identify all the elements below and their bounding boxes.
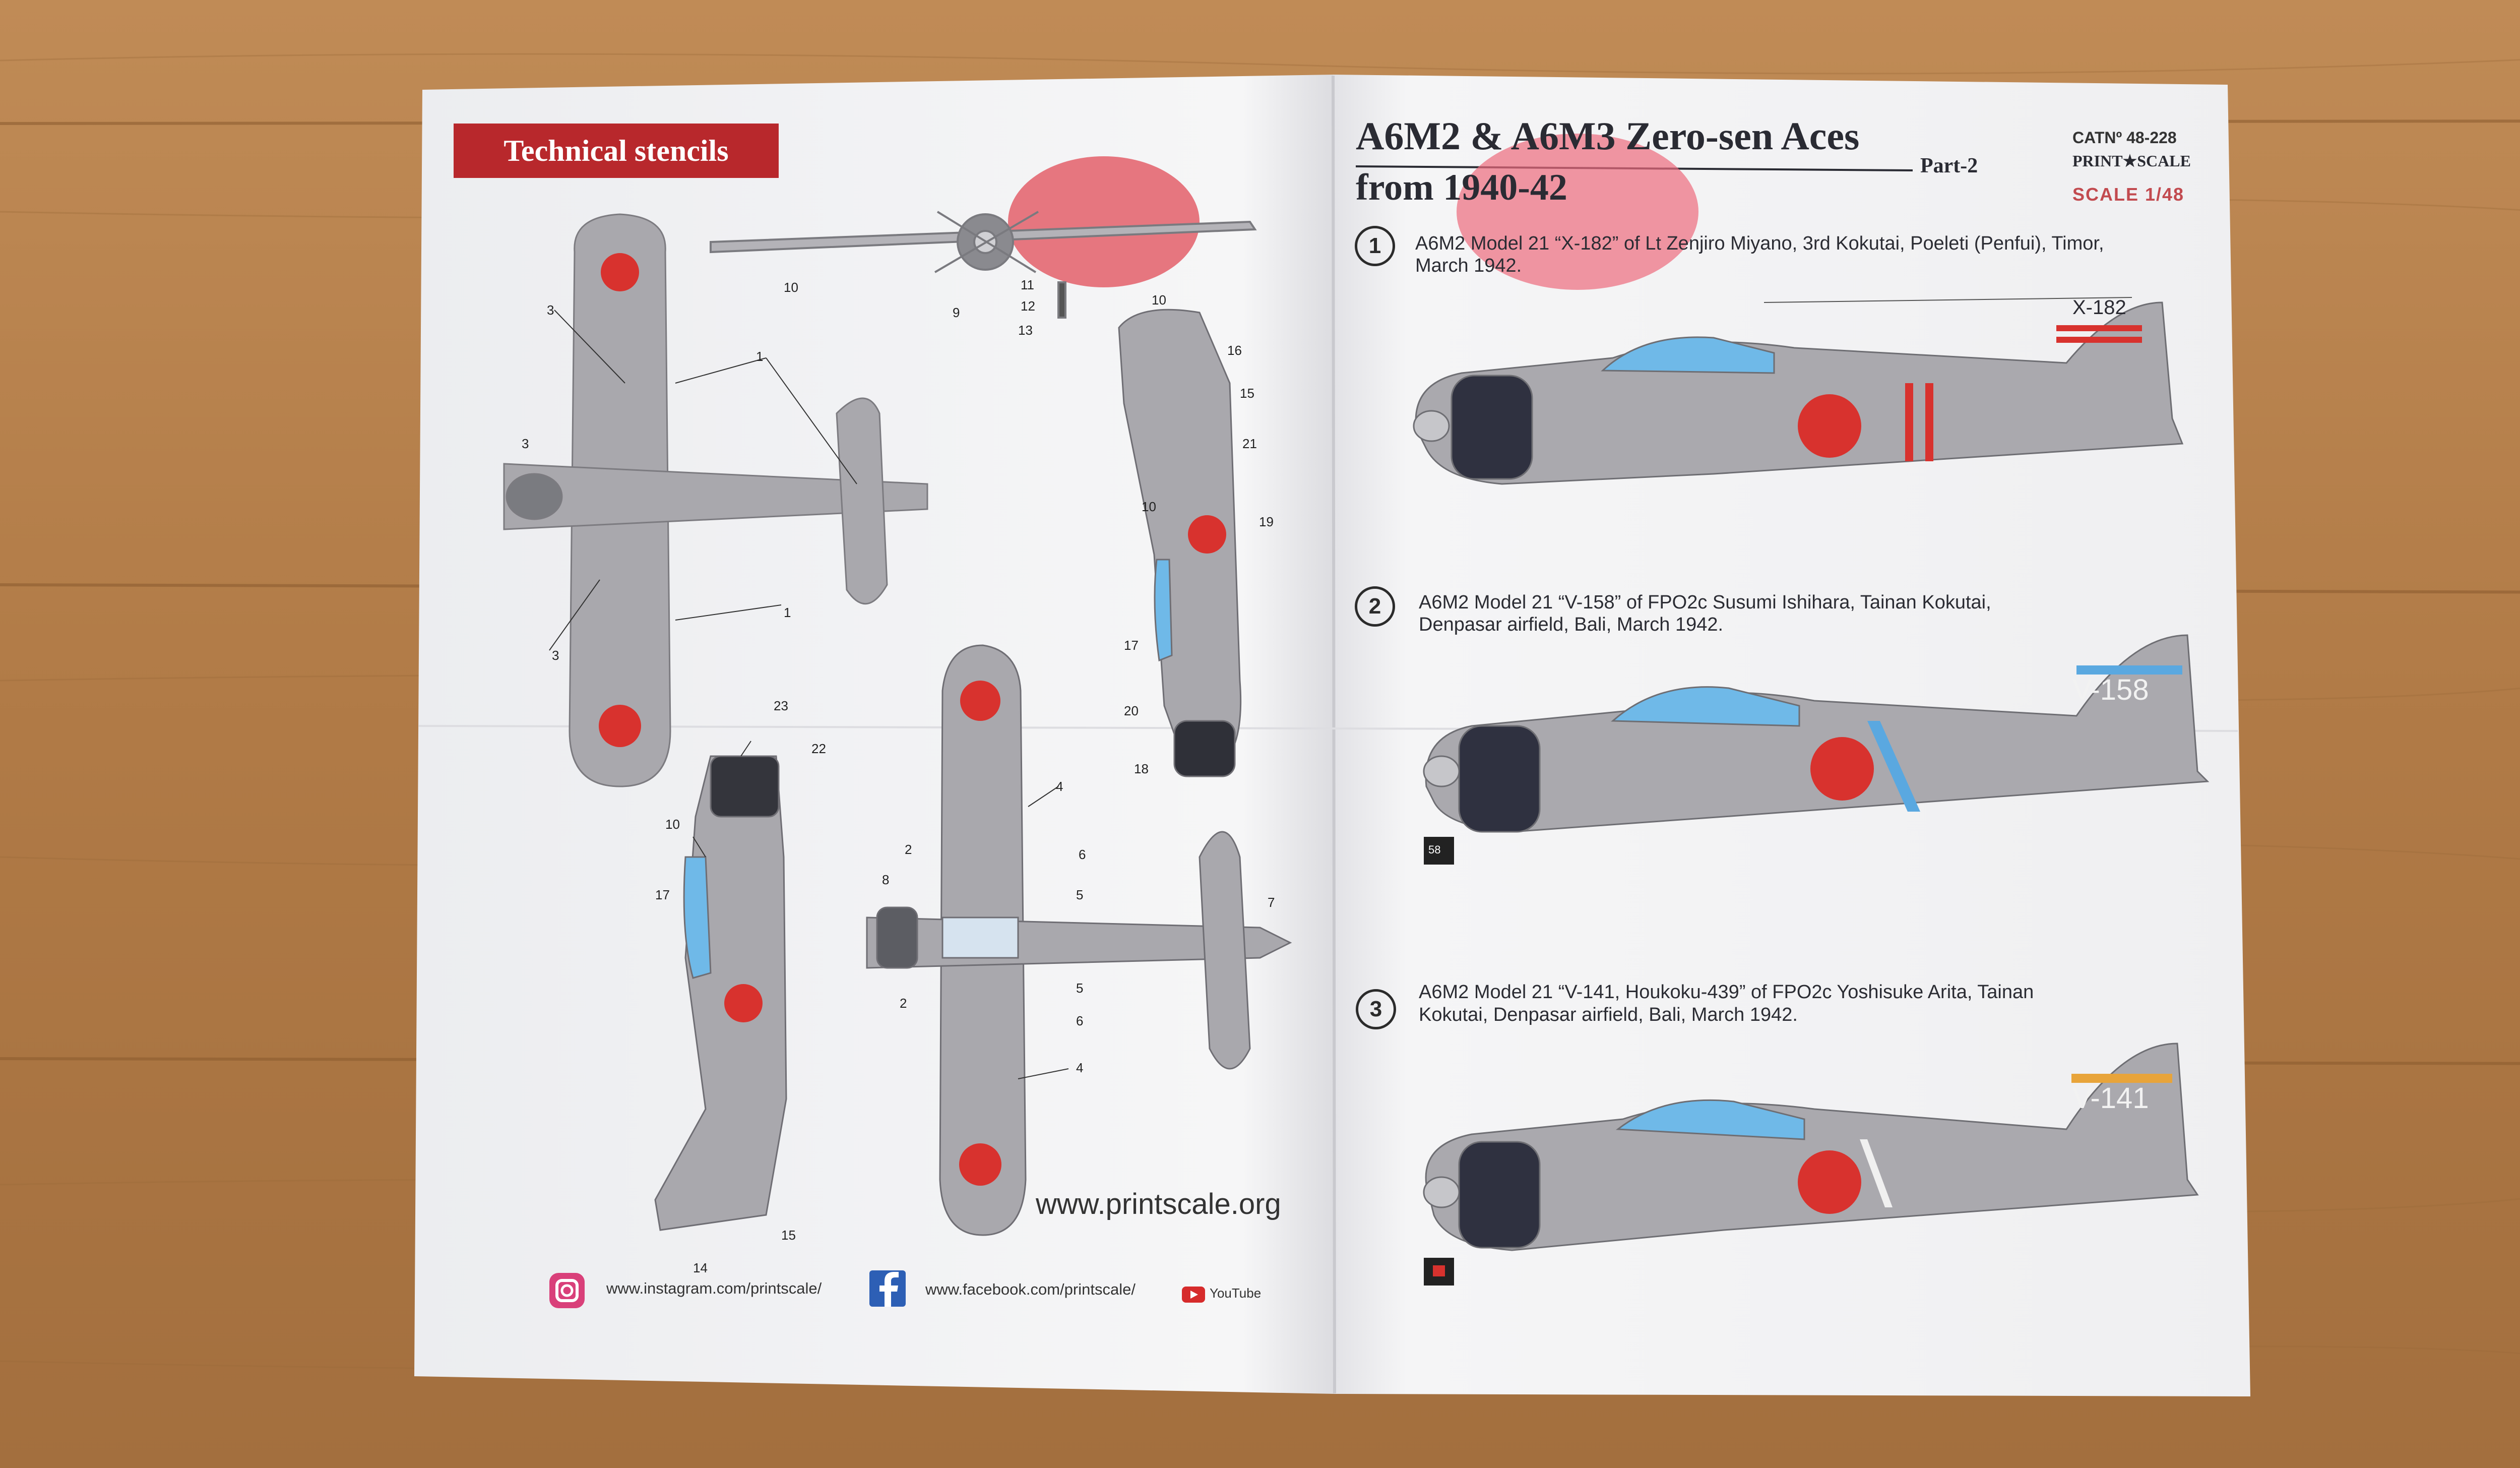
stencil-number: 9: [953, 305, 960, 320]
profile-3-caption-line2: Kokutai, Denpasar airfield, Bali, March …: [1419, 1004, 1798, 1025]
catalog-number: CATNº 48-228: [2072, 129, 2177, 147]
stencil-number: 17: [1124, 638, 1139, 653]
youtube-label[interactable]: YouTube: [1210, 1286, 1262, 1301]
profile-3-hinomaru: [1798, 1150, 1861, 1214]
scale-label: SCALE 1/48: [2072, 184, 2185, 205]
stencil-number: 21: [1242, 436, 1257, 451]
stencil-number: 5: [1076, 981, 1084, 996]
sheet-title-line1: A6M2 & A6M3 Zero-sen Aces: [1356, 114, 1860, 158]
stencil-number: 4: [1056, 779, 1063, 794]
stencil-number: 3: [522, 436, 529, 451]
front-view: [710, 156, 1257, 319]
stencil-number: 2: [900, 996, 907, 1011]
profile-1-aircraft: [1413, 297, 2184, 485]
title-pink-blob: [1457, 134, 1698, 290]
stencil-number: 19: [1259, 514, 1274, 529]
stencil-number: 22: [811, 741, 826, 756]
profile-2-tag: 58: [1428, 843, 1441, 856]
profile-3-caption-line1: A6M2 Model 21 “V-141, Houkoku-439” of FP…: [1419, 982, 2034, 1003]
stencil-number: 16: [1227, 343, 1242, 358]
profile-3-aircraft: [1423, 1043, 2199, 1286]
instagram-icon: [549, 1273, 585, 1308]
instagram-url[interactable]: www.instagram.com/printscale/: [606, 1279, 822, 1297]
center-fold: [1332, 75, 1336, 1394]
stencil-number: 11: [1021, 277, 1034, 292]
stencil-number: 1: [756, 349, 764, 364]
technical-stencils-banner: Technical stencils: [454, 124, 779, 178]
plan-view-top: [866, 644, 1292, 1236]
stencil-number: 15: [781, 1228, 796, 1243]
profile-1-code: X-182: [2072, 296, 2126, 319]
website-url[interactable]: www.printscale.org: [1036, 1188, 1281, 1220]
hinomaru-top-lower: [959, 1143, 1001, 1186]
stencil-number: 20: [1124, 703, 1139, 718]
stencil-number: 6: [1079, 847, 1086, 862]
stencil-number: 7: [1268, 895, 1275, 910]
profile-1-hinomaru: [1798, 394, 1861, 458]
profile-2-hinomaru: [1810, 737, 1874, 801]
stencil-number: 10: [1152, 292, 1166, 308]
profile-2-caption-line2: Denpasar airfield, Bali, March 1942.: [1419, 614, 1724, 635]
stencil-number: 23: [774, 698, 788, 713]
profile-1-caption-line2: March 1942.: [1415, 255, 1522, 276]
stencil-number: 4: [1076, 1060, 1084, 1075]
hinomaru-underside-bottom: [599, 705, 641, 747]
stencil-number: 3: [547, 302, 554, 318]
stencil-number: 6: [1076, 1013, 1084, 1028]
stencil-number: 5: [1076, 887, 1084, 902]
profile-2-small-tag: [1424, 837, 1454, 865]
stencil-number: 14: [693, 1260, 708, 1275]
hinomaru-top-upper: [960, 681, 1000, 721]
hinomaru-side-left: [724, 984, 763, 1022]
plan-view-underside: [503, 213, 928, 787]
profile-2-code: V-158: [2072, 674, 2149, 706]
profile-3-number: 3: [1356, 989, 1396, 1029]
hinomaru-front-view: [1008, 156, 1200, 287]
profile-2-aircraft: [1423, 634, 2210, 865]
stencil-number: 12: [1021, 298, 1035, 314]
side-view-vertical: [1118, 309, 1242, 777]
stencil-number: 2: [905, 842, 912, 857]
stencil-number: 3: [552, 648, 559, 663]
side-view-left: [654, 755, 787, 1231]
stencil-number: 1: [784, 605, 791, 620]
facebook-icon: [869, 1270, 906, 1307]
stencil-number: 15: [1240, 386, 1254, 401]
stencil-leader-lines: [549, 310, 1069, 1079]
stencil-number: 10: [1142, 499, 1156, 514]
facebook-url[interactable]: www.facebook.com/printscale/: [925, 1280, 1136, 1298]
profile-2-number: 2: [1355, 586, 1395, 627]
sheet-title-part: Part-2: [1920, 154, 1978, 177]
profile-3-code: V-141: [2072, 1082, 2149, 1115]
sheet-title-line2: from 1940-42: [1356, 167, 1567, 208]
profile-2-caption-line1: A6M2 Model 21 “V-158” of FPO2c Susumi Is…: [1419, 592, 1991, 613]
hinomaru-side-vertical: [1188, 515, 1226, 554]
profile-1-number: 1: [1355, 226, 1395, 266]
profile-1-caption-line1: A6M2 Model 21 “X-182” of Lt Zenjiro Miya…: [1415, 233, 2104, 254]
stencil-number: 10: [784, 280, 798, 295]
youtube-icon: [1182, 1287, 1205, 1303]
stencil-number: 18: [1134, 761, 1149, 776]
brand-logo: PRINT★SCALE: [2072, 152, 2191, 170]
hinomaru-underside-top: [601, 253, 639, 291]
stencil-number: 10: [665, 817, 680, 832]
stencil-number: 8: [882, 872, 890, 887]
stencil-number: 17: [655, 887, 670, 902]
stencil-number: 13: [1018, 323, 1033, 338]
